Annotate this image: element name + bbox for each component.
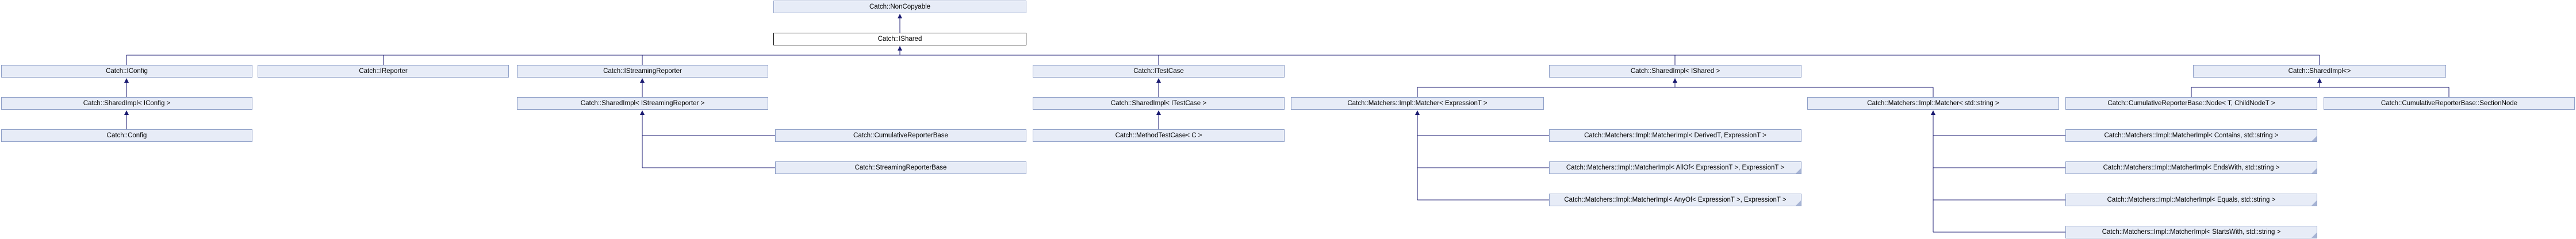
fold-corner-icon bbox=[2312, 201, 2317, 206]
node-catch-matcherimpl-allof[interactable]: Catch::Matchers::Impl::MatcherImpl< AllO… bbox=[1549, 161, 1801, 174]
edge-bus-children-of-matcher-stdstring bbox=[1933, 115, 2065, 233]
node-catch-cumulativereporterbase[interactable]: Catch::CumulativeReporterBase bbox=[775, 129, 1026, 142]
fold-corner-icon bbox=[2312, 233, 2317, 238]
node-catch-matcherimpl-contains[interactable]: Catch::Matchers::Impl::MatcherImpl< Cont… bbox=[2065, 129, 2317, 142]
edge-bus-children-of-sharedimpl-default bbox=[2191, 83, 2450, 97]
node-catch-matcherimpl-derivedt[interactable]: Catch::Matchers::Impl::MatcherImpl< Deri… bbox=[1549, 129, 1801, 142]
node-catch-sharedimpl-istreamingreporter[interactable]: Catch::SharedImpl< IStreamingReporter > bbox=[517, 97, 768, 110]
node-catch-matcherimpl-startswith[interactable]: Catch::Matchers::Impl::MatcherImpl< Star… bbox=[2065, 226, 2317, 238]
node-catch-matcherimpl-anyof[interactable]: Catch::Matchers::Impl::MatcherImpl< AnyO… bbox=[1549, 194, 1801, 206]
node-catch-iconfig[interactable]: Catch::IConfig bbox=[1, 65, 252, 78]
node-catch-cumulativereporterbase-node[interactable]: Catch::CumulativeReporterBase::Node< T, … bbox=[2065, 97, 2317, 110]
node-catch-istreamingreporter[interactable]: Catch::IStreamingReporter bbox=[517, 65, 768, 78]
fold-corner-icon bbox=[2312, 168, 2317, 174]
node-catch-sharedimpl-iconfig[interactable]: Catch::SharedImpl< IConfig > bbox=[1, 97, 252, 110]
node-catch-config[interactable]: Catch::Config bbox=[1, 129, 252, 142]
fold-corner-icon bbox=[2312, 136, 2317, 141]
node-catch-streamingreporterbase[interactable]: Catch::StreamingReporterBase bbox=[775, 161, 1026, 174]
node-catch-cumulativereporterbase-sectionnode[interactable]: Catch::CumulativeReporterBase::SectionNo… bbox=[2324, 97, 2575, 110]
edge-bus-children-of-sharedimpl-istreamingreporter bbox=[642, 115, 775, 168]
edge-bus-children-of-matcher-expressiont bbox=[1417, 115, 1549, 201]
node-catch-ishared: Catch::IShared bbox=[773, 33, 1026, 45]
edge-bus-children-of-sharedimpl-ishared bbox=[1417, 83, 1934, 97]
node-catch-sharedimpl-ishared[interactable]: Catch::SharedImpl< IShared > bbox=[1549, 65, 1801, 78]
fold-corner-icon bbox=[1796, 201, 1801, 206]
node-catch-matcher-expressiont[interactable]: Catch::Matchers::Impl::Matcher< Expressi… bbox=[1291, 97, 1544, 110]
node-catch-noncopyable[interactable]: Catch::NonCopyable bbox=[773, 1, 1026, 13]
fold-corner-icon bbox=[1796, 168, 1801, 174]
node-catch-matcherimpl-equals[interactable]: Catch::Matchers::Impl::MatcherImpl< Equa… bbox=[2065, 194, 2317, 206]
edge-bus-children-of-ishared bbox=[126, 51, 2320, 65]
node-catch-matcherimpl-endswith[interactable]: Catch::Matchers::Impl::MatcherImpl< Ends… bbox=[2065, 161, 2317, 174]
node-catch-matcher-stdstring[interactable]: Catch::Matchers::Impl::Matcher< std::str… bbox=[1807, 97, 2059, 110]
node-catch-ireporter[interactable]: Catch::IReporter bbox=[258, 65, 509, 78]
node-catch-sharedimpl-default[interactable]: Catch::SharedImpl<> bbox=[2193, 65, 2446, 78]
node-catch-sharedimpl-itestcase[interactable]: Catch::SharedImpl< ITestCase > bbox=[1033, 97, 1285, 110]
node-catch-methodtestcase[interactable]: Catch::MethodTestCase< C > bbox=[1033, 129, 1285, 142]
node-catch-itestcase[interactable]: Catch::ITestCase bbox=[1033, 65, 1285, 78]
